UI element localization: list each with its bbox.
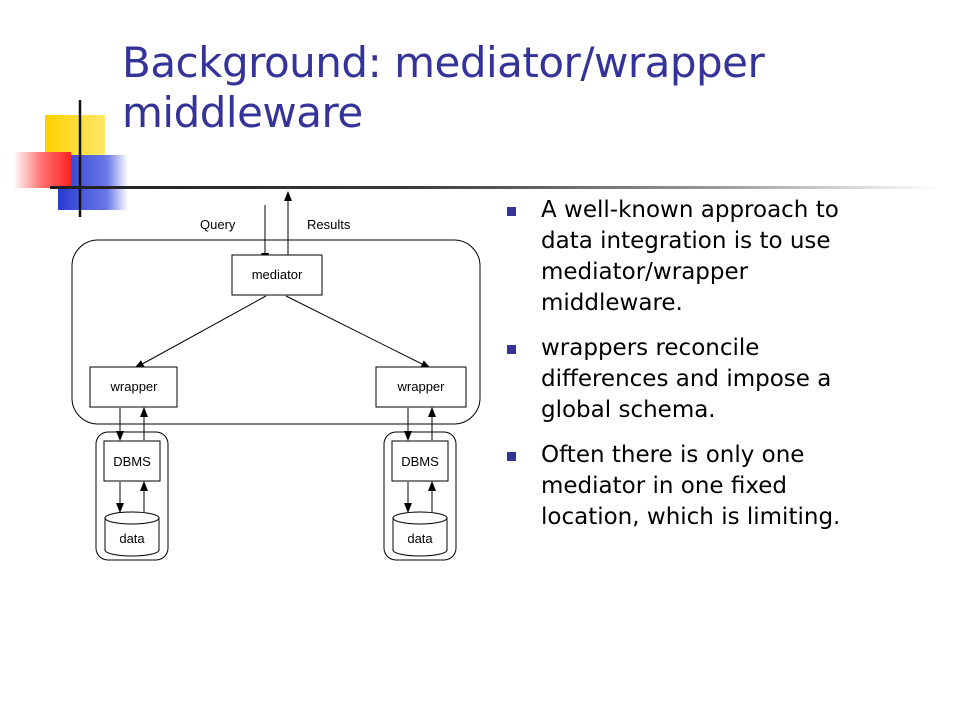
title-divider <box>50 186 940 189</box>
data-right-label: data <box>407 531 433 546</box>
bullet-text: Often there is only one mediator in one … <box>541 442 841 530</box>
corner-decoration <box>13 100 128 217</box>
bullet-marker-icon <box>507 207 516 216</box>
bullet-text: wrappers reconcile differences and impos… <box>541 335 832 423</box>
dbms-right-box <box>391 440 449 482</box>
dbms-left-label: DBMS <box>113 454 151 469</box>
data-left-cylinder <box>104 518 160 557</box>
query-label: Query <box>200 217 236 232</box>
bullet-item: A well-known approach to data integratio… <box>505 195 885 319</box>
mediator-box <box>231 254 323 296</box>
bullet-item: Often there is only one mediator in one … <box>505 440 885 533</box>
wrapper-left-box <box>89 366 178 408</box>
wrapper-right-label: wrapper <box>397 379 446 394</box>
dbms-left-box <box>103 440 161 482</box>
bullet-marker-icon <box>507 452 516 461</box>
data-right-cylinder <box>392 518 448 557</box>
bullet-text: A well-known approach to data integratio… <box>541 197 839 316</box>
slide-title: Background: mediator/wrapper middleware <box>122 38 765 137</box>
wrapper-left-label: wrapper <box>110 379 159 394</box>
bullet-list: A well-known approach to data integratio… <box>505 195 885 547</box>
mediator-label: mediator <box>252 267 303 282</box>
red-square <box>13 152 71 188</box>
results-label: Results <box>307 217 351 232</box>
mediator-wrapper-diagram: Query Results mediator wrapper wrapper D… <box>71 191 481 561</box>
wrapper-right-box <box>375 366 467 408</box>
bullet-marker-icon <box>507 345 516 354</box>
bullet-item: wrappers reconcile differences and impos… <box>505 333 885 426</box>
data-left-label: data <box>119 531 145 546</box>
dbms-right-label: DBMS <box>401 454 439 469</box>
